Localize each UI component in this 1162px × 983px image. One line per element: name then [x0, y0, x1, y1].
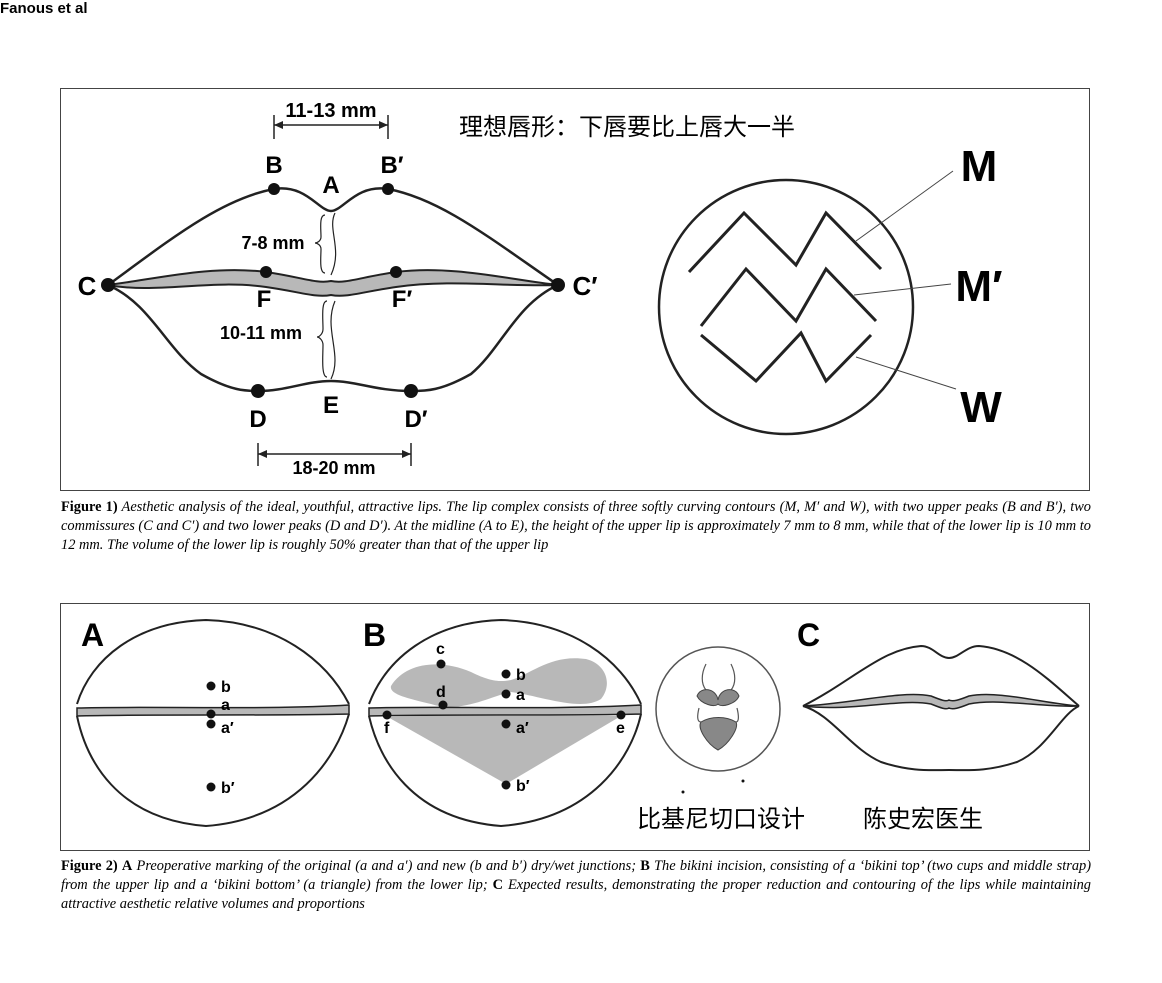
lower-midline — [330, 300, 336, 380]
chinese-title: 理想唇形：下唇要比上唇大一半 — [459, 114, 795, 141]
figure-1-caption-text: Aesthetic analysis of the ideal, youthfu… — [61, 499, 1092, 553]
lower-lip-outline — [107, 283, 559, 393]
upper-brace — [314, 214, 326, 274]
panelB-label: B — [363, 617, 386, 653]
header-author: Fanous et al — [0, 0, 88, 17]
figure-2-caption-label: Figure 2) — [61, 858, 118, 874]
panelC-label: C — [797, 617, 820, 653]
label-Mp: M′ — [955, 262, 1002, 311]
point-F — [260, 266, 272, 278]
svg-text:a′: a′ — [221, 720, 234, 737]
bikini-icon — [655, 646, 781, 772]
panelC-band — [802, 693, 1080, 710]
panelA-lower — [76, 713, 350, 828]
figure-1-caption-label: Figure 1) — [61, 499, 118, 515]
svg-text:f: f — [384, 720, 390, 737]
figure-2-caption: Figure 2) A Preoperative marking of the … — [61, 858, 1092, 912]
upper-lip-outline — [107, 187, 559, 287]
bikini-top — [390, 658, 607, 707]
label-A: A — [322, 172, 339, 199]
dim-upper: 7-8 mm — [241, 233, 304, 253]
label-Cp: C′ — [572, 271, 597, 301]
point-Dp — [404, 384, 418, 398]
figure-2-illustration: A b a a′ b′ B c b d a f a′ e b′ — [76, 617, 1080, 833]
svg-text:b′: b′ — [221, 780, 235, 797]
panelA-upper — [76, 618, 350, 705]
panelA-label: A — [81, 617, 104, 653]
label-F: F — [257, 286, 272, 313]
panelC-lower — [802, 705, 1080, 772]
label-Fp: F′ — [392, 286, 413, 313]
figure-1-caption: Figure 1) Aesthetic analysis of the idea… — [61, 498, 1091, 555]
label-M: M — [961, 142, 998, 191]
figure-2: A b a a′ b′ B c b d a f a′ e b′ — [60, 603, 1090, 851]
point-D — [251, 384, 265, 398]
point-C — [101, 278, 115, 292]
svg-text:e: e — [616, 720, 625, 737]
doctor-label: 陈史宏医生 — [863, 806, 983, 833]
zigzag-Mp — [699, 266, 878, 327]
point-B — [268, 183, 280, 195]
panelB-upper — [368, 618, 642, 705]
svg-text:a: a — [221, 697, 230, 714]
contour-circle — [657, 178, 915, 436]
panelB-lower — [368, 713, 642, 828]
dim-lower: 10-11 mm — [220, 323, 302, 343]
dim-top: 11-13 mm — [285, 100, 376, 122]
bikini-bottom — [386, 716, 621, 784]
label-Bp: B′ — [380, 152, 403, 179]
svg-text:a: a — [516, 687, 525, 704]
lower-brace — [316, 300, 328, 378]
panelC-upper — [802, 644, 1080, 707]
zigzag-W — [700, 330, 873, 384]
svg-text:d: d — [436, 684, 446, 701]
upper-midline — [330, 212, 337, 276]
svg-text:c: c — [436, 641, 445, 658]
label-Dp: D′ — [404, 406, 427, 433]
label-W: W — [960, 383, 1002, 432]
figure-1-illustration: 11-13 mm 7-8 mm 10-11 mm 18-20 mm B B′ A… — [78, 100, 1003, 478]
svg-text:a′: a′ — [516, 720, 529, 737]
point-Bp — [382, 183, 394, 195]
label-B: B — [265, 152, 282, 179]
dry-wet-band — [107, 269, 559, 297]
figure-1: 11-13 mm 7-8 mm 10-11 mm 18-20 mm B B′ A… — [60, 88, 1090, 491]
point-Fp — [390, 266, 402, 278]
label-C: C — [78, 271, 97, 301]
label-E: E — [323, 392, 339, 419]
point-Cp — [551, 278, 565, 292]
dim-bottom: 18-20 mm — [292, 458, 375, 478]
zigzag-M — [687, 210, 883, 274]
label-D: D — [249, 406, 266, 433]
svg-text:b: b — [221, 679, 231, 696]
svg-text:b′: b′ — [516, 778, 530, 795]
svg-text:b: b — [516, 667, 526, 684]
bikini-label: 比基尼切口设计 — [637, 806, 805, 833]
panelB-band — [368, 704, 642, 717]
